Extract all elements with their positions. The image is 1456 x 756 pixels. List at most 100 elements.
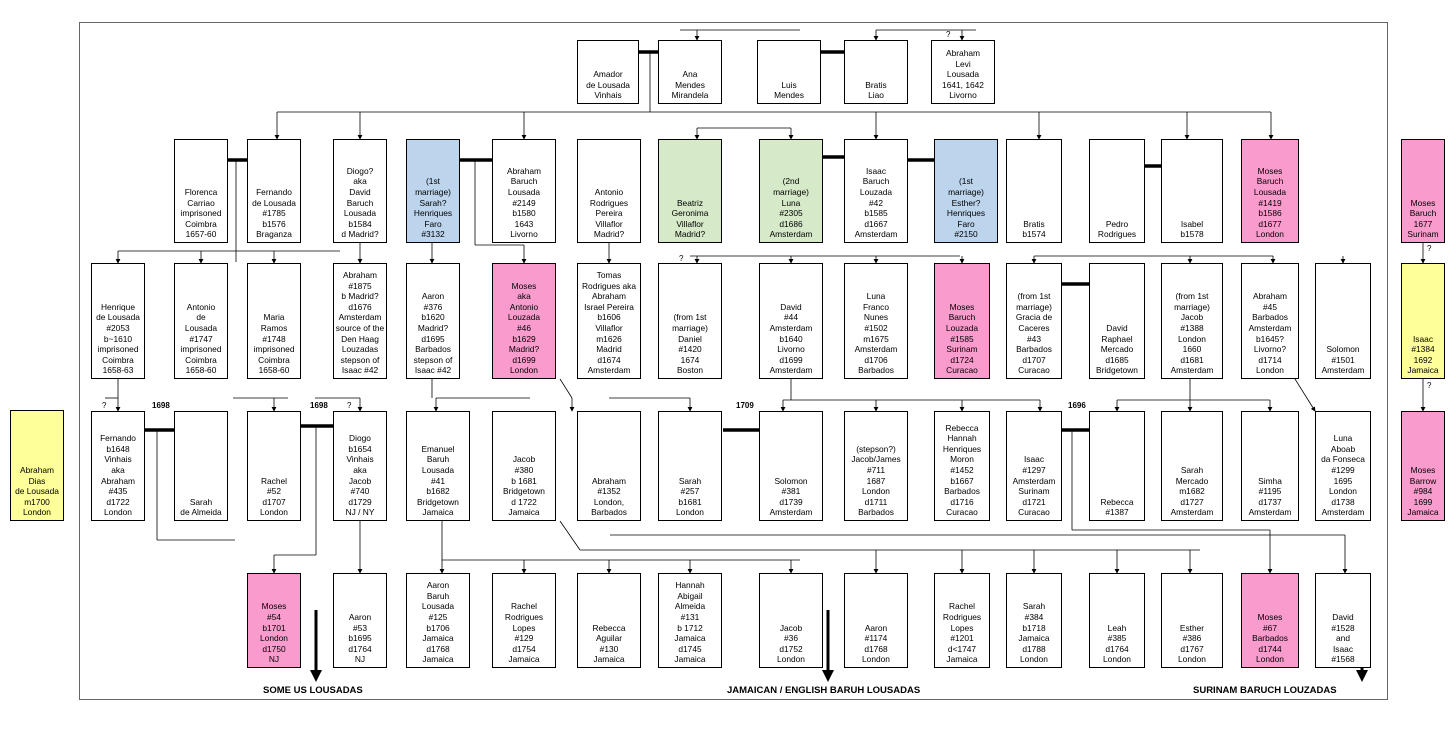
person-line: 1687	[866, 475, 886, 486]
person-line: London	[1329, 486, 1357, 497]
person-line: Jamaica	[674, 633, 706, 644]
person-line: Barbados	[858, 365, 894, 376]
person-line: b Madrid?	[341, 291, 379, 302]
person-line: Florenca	[184, 187, 218, 198]
person-line: Curacao	[1018, 365, 1050, 376]
person-line: Henrique	[101, 301, 135, 312]
person-line: b~1610	[103, 333, 133, 344]
tree-frame	[79, 22, 1388, 700]
marriage-year: 1698	[152, 401, 170, 410]
person-line: Louzada	[859, 187, 893, 198]
person-line: Almeida	[674, 601, 706, 612]
person-line: Surinam	[1407, 229, 1439, 240]
person-line: b1640	[779, 333, 803, 344]
person-line: Louzadas	[341, 344, 379, 355]
person-line: Moses	[1410, 465, 1436, 476]
person-line: London	[1020, 654, 1048, 665]
person-line: #2149	[512, 197, 536, 208]
person-line: David	[1332, 612, 1354, 623]
person-line: d1686	[779, 218, 803, 229]
connector-line	[559, 520, 581, 551]
person-line: b1585	[864, 208, 888, 219]
person-line: Rodrigues	[504, 612, 544, 623]
person-line: #53	[353, 622, 367, 633]
person-line: b1574	[1022, 229, 1046, 240]
person-line: Jamaica	[422, 507, 454, 518]
person-line: m1682	[1179, 486, 1205, 497]
person-line: 1641, 1642	[942, 79, 984, 90]
person-line: marriage)	[672, 323, 708, 334]
person-line: aka	[111, 465, 125, 476]
person-line: (1st	[959, 176, 973, 187]
person-line: 1658-60	[185, 365, 217, 376]
person-line: Jacob	[348, 475, 372, 486]
person-line: d1711	[864, 496, 888, 507]
person-line: Ramos	[260, 323, 288, 334]
person-line: #45	[1263, 301, 1277, 312]
person-line: d1768	[426, 643, 450, 654]
person-line: Diogo?	[346, 165, 374, 176]
person-line: Faro	[424, 218, 442, 229]
person-line: Dias	[28, 475, 46, 486]
person-line: Aboab	[1330, 443, 1356, 454]
person-line: Jamaica	[508, 654, 540, 665]
person-line: Emanuel	[421, 443, 455, 454]
person-line: Barbados	[415, 344, 451, 355]
person-line: Aaron	[864, 622, 888, 633]
person-line: London	[676, 507, 704, 518]
person-line: imprisoned	[97, 344, 139, 355]
person-line: Abraham	[507, 165, 541, 176]
person-line: #1174	[864, 633, 888, 644]
person-line: Abraham	[343, 270, 377, 281]
person-line: Aaron	[348, 612, 372, 623]
person-line: stepson of	[340, 354, 380, 365]
person-line: stepson of	[413, 354, 453, 365]
person-line: Boston	[676, 365, 704, 376]
person-line: Jamaica	[508, 507, 540, 518]
person-line: London	[260, 507, 288, 518]
person-line: #1585	[950, 333, 974, 344]
person-line: Madrid?	[417, 323, 449, 334]
person-line: Rebecca	[1100, 496, 1134, 507]
person-line: Madrid?	[508, 344, 540, 355]
person-line: Livorno	[949, 90, 977, 101]
person-line: Jamaica	[1407, 365, 1439, 376]
person-line: Baruch	[1409, 208, 1437, 219]
person-line: marriage)	[773, 187, 809, 198]
person-line: Rebecca	[945, 422, 979, 433]
person-line: Amsterdam	[1170, 507, 1214, 518]
person-line: #41	[431, 475, 445, 486]
person-line: Surinam	[1018, 486, 1050, 497]
person-line: Madrid	[596, 344, 622, 355]
uncertain-mark: ?	[679, 254, 684, 263]
person-line: David	[349, 187, 371, 198]
person-line: Baruch	[862, 176, 890, 187]
person-line: d1738	[1331, 496, 1355, 507]
person-line: Barbados	[858, 507, 894, 518]
person-line: de Lousada	[96, 312, 140, 323]
person-line: #380	[514, 465, 534, 476]
person-line: London	[1103, 654, 1131, 665]
person-line: Rachel	[510, 601, 538, 612]
person-line: Bratis	[865, 79, 887, 90]
person-line: Amsterdam	[769, 229, 813, 240]
person-line: Simha	[1258, 475, 1282, 486]
person-line: Lousada	[946, 69, 980, 80]
person-line: London	[260, 633, 288, 644]
person-line: Barbados	[944, 486, 980, 497]
person-line: de Lousada	[252, 197, 296, 208]
person-line: Isaac	[1412, 333, 1434, 344]
person-line: Lopes	[512, 622, 536, 633]
person-line: b1578	[1180, 229, 1204, 240]
person-line: Baruch	[1256, 176, 1284, 187]
